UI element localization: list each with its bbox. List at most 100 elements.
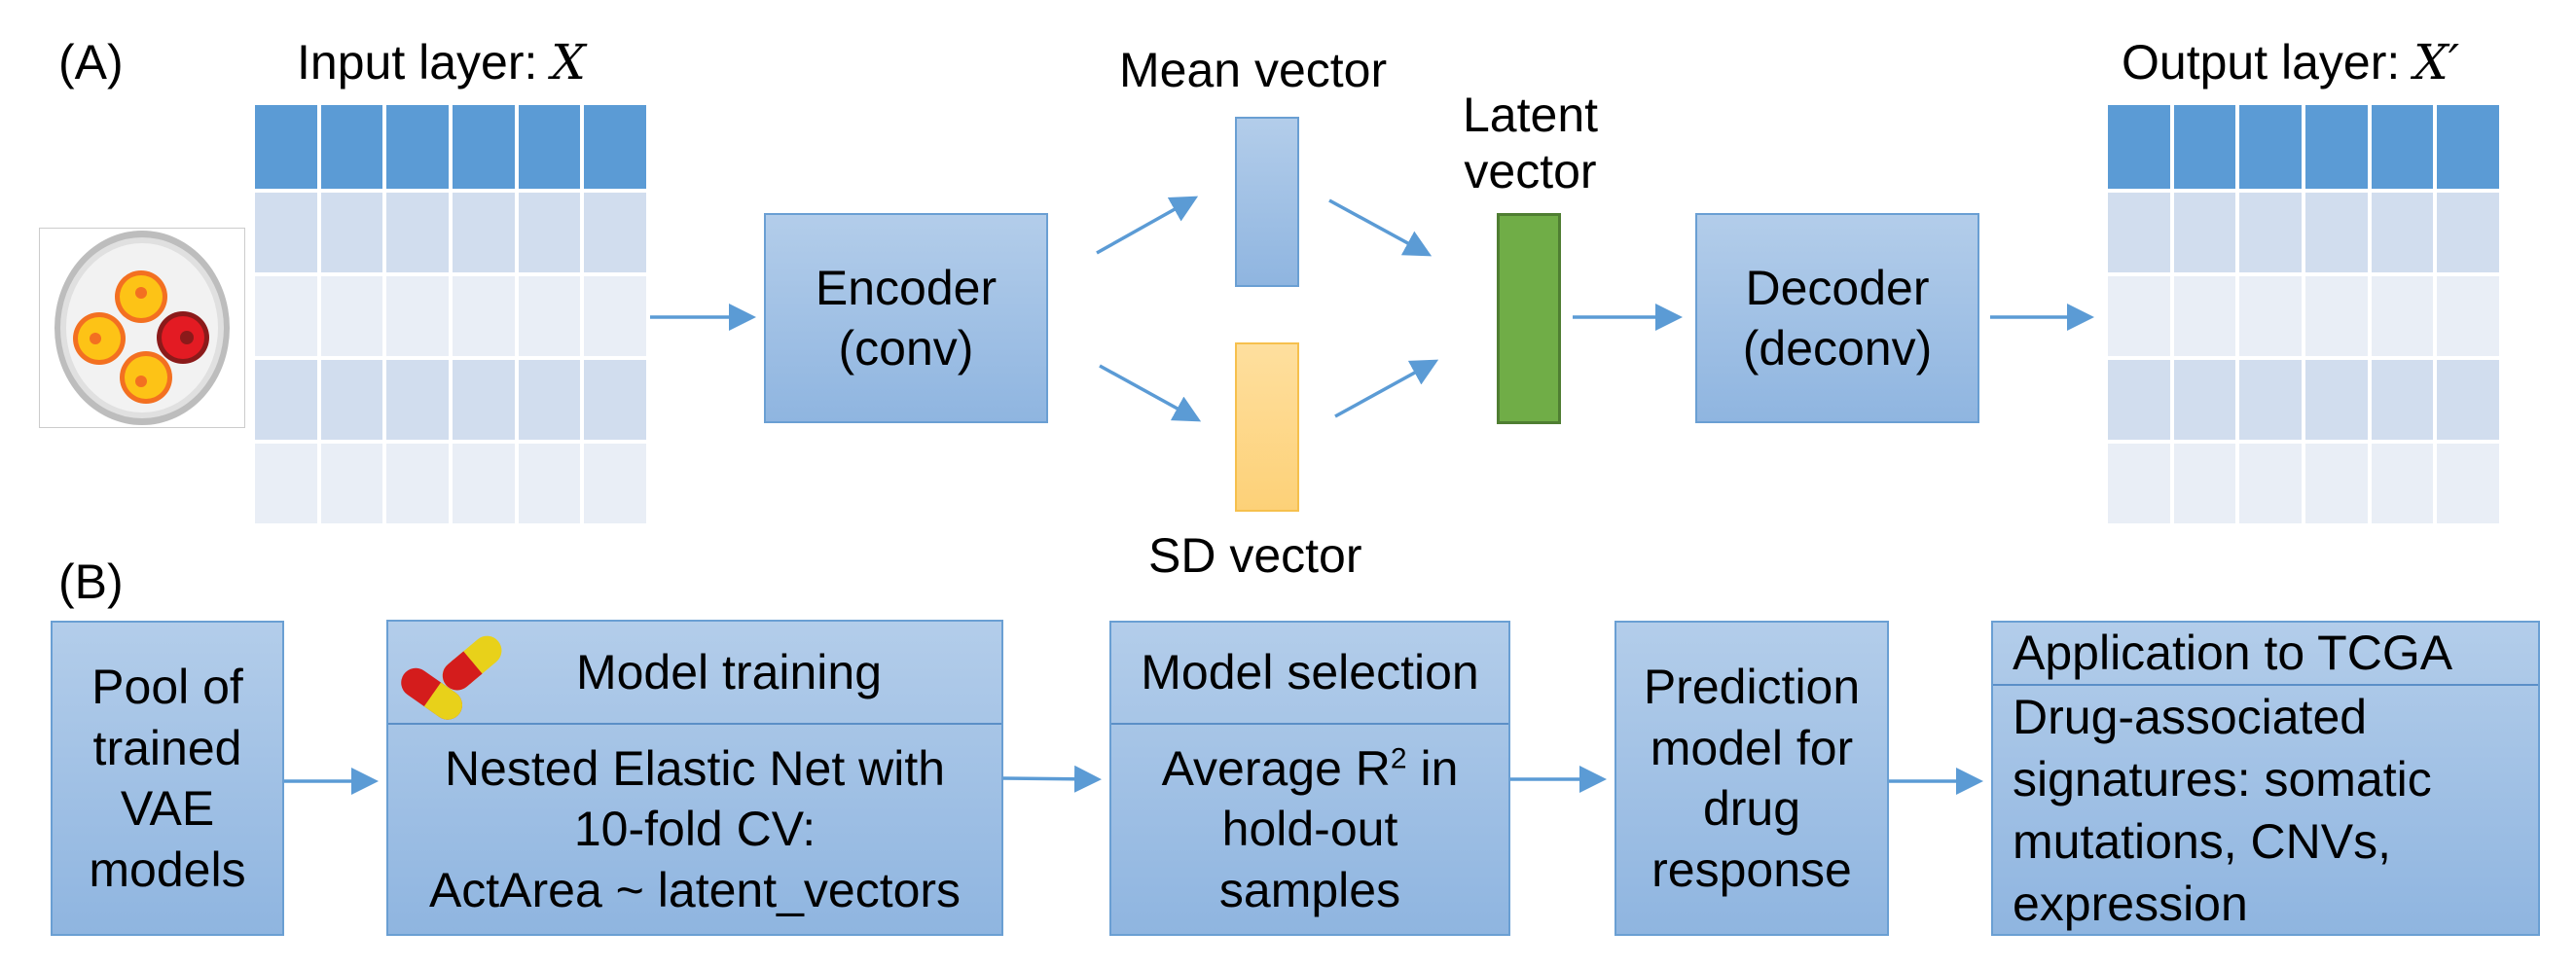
matrix-header-cell <box>2305 105 2368 189</box>
matrix-cell <box>2108 193 2170 272</box>
decoder-label: Decoder <box>1745 260 1930 315</box>
mean-vector <box>1235 117 1299 287</box>
matrix-cell <box>2173 360 2236 440</box>
model-training-body: Nested Elastic Net with 10-fold CV: ActA… <box>388 725 1001 934</box>
matrix-cell <box>2305 276 2368 356</box>
latent-vector <box>1497 213 1561 424</box>
arrow-encoder-to-sd <box>1099 364 1202 422</box>
matrix-cell <box>2437 193 2499 272</box>
pool-line: models <box>89 842 246 897</box>
output-layer-text: Output layer: <box>2122 35 2414 90</box>
arrow-mean-to-latent <box>1328 198 1433 257</box>
sd-vector <box>1235 342 1299 512</box>
input-layer-symbol: X <box>551 34 586 90</box>
model-selection-header: Model selection <box>1111 623 1508 725</box>
matrix-cell <box>2371 444 2434 523</box>
matrix-cell <box>2239 276 2302 356</box>
matrix-cell <box>386 276 449 356</box>
selection-line-2: hold-out <box>1221 802 1398 857</box>
matrix-cell <box>2108 444 2170 523</box>
input-layer-text: Input layer: <box>297 35 552 90</box>
matrix-cell <box>2173 444 2236 523</box>
cell-culture-dish-icon <box>39 228 245 428</box>
matrix-cell <box>320 444 383 523</box>
selection-line-3: samples <box>1218 862 1401 917</box>
application-box: Application to TCGA Drug-associated sign… <box>1991 621 2540 936</box>
matrix-header-cell <box>453 105 515 189</box>
sd-vector-label: SD vector <box>1148 528 1362 583</box>
matrix-cell <box>386 360 449 440</box>
training-line: ActArea ~ latent_vectors <box>428 862 961 917</box>
matrix-header-cell <box>518 105 581 189</box>
matrix-header-cell <box>320 105 383 189</box>
matrix-cell <box>320 193 383 272</box>
panel-b-label: (B) <box>58 555 124 609</box>
arrow-sd-to-latent <box>1334 359 1439 418</box>
matrix-header-cell <box>584 105 646 189</box>
model-selection-box: Model selection Average R2 in hold-out s… <box>1109 621 1510 936</box>
decoder-box: Decoder (deconv) <box>1695 213 1979 423</box>
matrix-cell <box>518 193 581 272</box>
matrix-cell <box>518 276 581 356</box>
application-line: Drug-associated <box>2013 689 2368 744</box>
matrix-cell <box>255 360 317 440</box>
arrow-encoder-to-mean <box>1096 196 1199 255</box>
application-line: expression <box>2013 876 2248 931</box>
panel-a-label: (A) <box>58 35 124 90</box>
application-header: Application to TCGA <box>1993 623 2538 686</box>
model-selection-title: Model selection <box>1141 645 1479 700</box>
encoder-sublabel: (conv) <box>838 321 974 376</box>
matrix-cell <box>386 444 449 523</box>
r-squared-superscript: 2 <box>1390 742 1407 775</box>
matrix-cell <box>320 360 383 440</box>
matrix-cell <box>2239 193 2302 272</box>
latent-label-line1: Latent <box>1463 88 1599 142</box>
model-selection-body: Average R2 in hold-out samples <box>1111 725 1508 934</box>
matrix-cell <box>320 276 383 356</box>
matrix-cell <box>584 444 646 523</box>
training-line: Nested Elastic Net with <box>444 740 946 796</box>
matrix-cell <box>2173 276 2236 356</box>
training-line: 10-fold CV: <box>573 802 816 857</box>
matrix-cell <box>2108 360 2170 440</box>
selection-line-1-text: Average R <box>1161 740 1391 796</box>
model-training-header: Model training <box>388 622 1001 725</box>
matrix-header-cell <box>2371 105 2434 189</box>
matrix-cell <box>2437 360 2499 440</box>
input-layer-title: Input layer: X <box>297 34 586 91</box>
matrix-cell <box>255 276 317 356</box>
matrix-cell <box>453 444 515 523</box>
prediction-line: drug <box>1702 781 1801 836</box>
matrix-cell <box>255 444 317 523</box>
matrix-cell <box>584 276 646 356</box>
matrix-cell <box>518 444 581 523</box>
prediction-line: response <box>1651 842 1852 897</box>
matrix-cell <box>2305 360 2368 440</box>
matrix-cell <box>386 193 449 272</box>
matrix-header-cell <box>2437 105 2499 189</box>
matrix-cell <box>453 276 515 356</box>
matrix-cell <box>2437 276 2499 356</box>
decoder-sublabel: (deconv) <box>1742 321 1933 376</box>
matrix-cell <box>2239 444 2302 523</box>
matrix-cell <box>2239 360 2302 440</box>
pool-line: Pool of <box>91 660 243 714</box>
matrix-cell <box>2371 360 2434 440</box>
matrix-cell <box>584 360 646 440</box>
selection-line-1-end: in <box>1406 740 1459 796</box>
latent-vector-label: Latent vector <box>1463 88 1598 199</box>
model-training-title: Model training <box>575 644 883 699</box>
pills-icon <box>401 635 502 720</box>
matrix-cell <box>453 193 515 272</box>
encoder-label: Encoder <box>815 260 998 315</box>
matrix-cell <box>2305 193 2368 272</box>
matrix-cell <box>2437 444 2499 523</box>
matrix-cell <box>584 193 646 272</box>
matrix-cell <box>518 360 581 440</box>
encoder-box: Encoder (conv) <box>764 213 1048 423</box>
matrix-header-cell <box>2239 105 2302 189</box>
matrix-header-cell <box>2173 105 2236 189</box>
prediction-line: Prediction <box>1643 660 1861 714</box>
matrix-cell <box>2173 193 2236 272</box>
